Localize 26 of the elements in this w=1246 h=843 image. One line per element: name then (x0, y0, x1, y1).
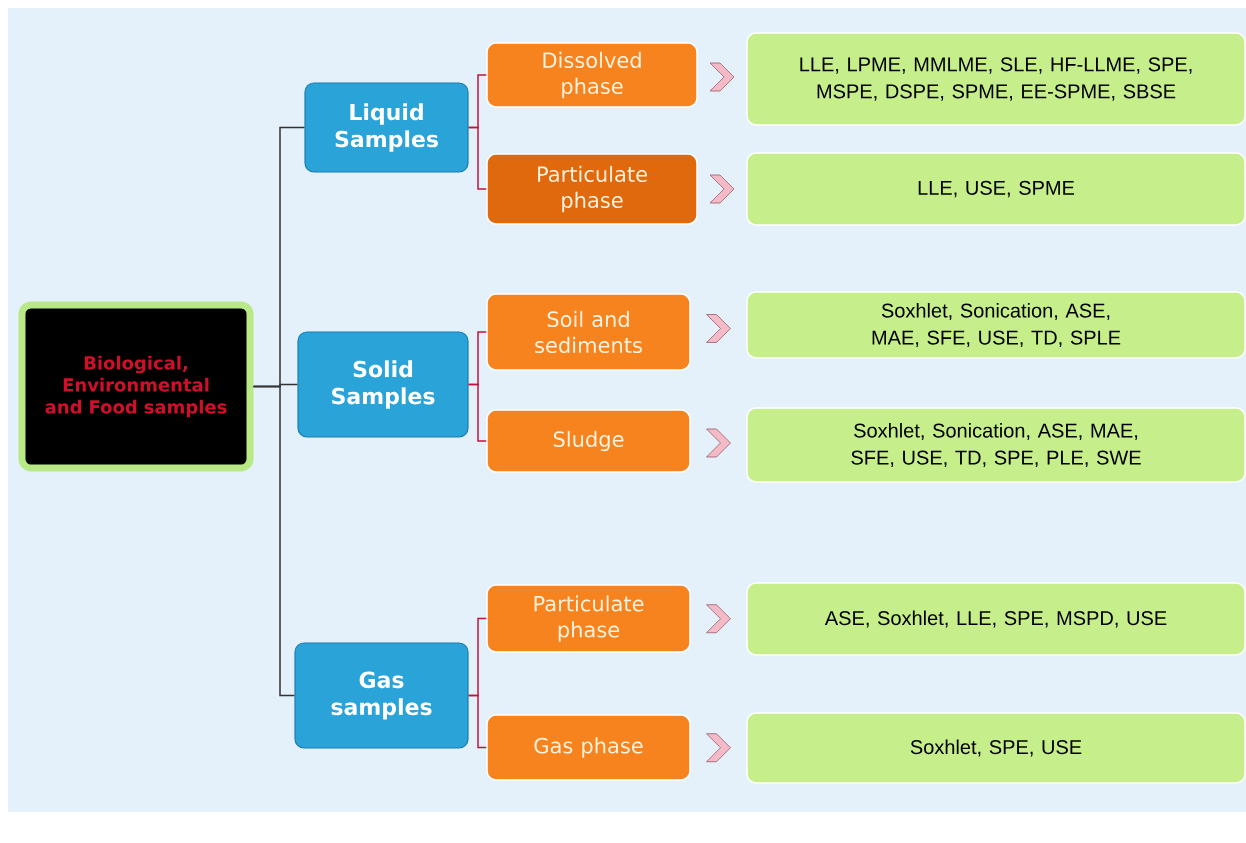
method-box: Soxhlet, Sonication, ASE, MAE, SFE, USE, TD, SPLE (746, 291, 1246, 359)
category-box: Gas samples (294, 642, 469, 749)
subcategory-box: Particulate phase (486, 584, 691, 653)
chevron-arrow (709, 62, 735, 92)
chevron-arrow (706, 604, 731, 634)
category-box: Solid Samples (297, 331, 469, 438)
chevron-arrow (706, 314, 731, 343)
method-box: ASE, Soxhlet, LLE, SPE, MSPD, USE (746, 582, 1246, 656)
chevron-arrow (709, 174, 735, 204)
chevron-arrow (706, 428, 731, 458)
subcategory-box: Particulate phase (486, 153, 698, 225)
subcategory-box: Dissolved phase (486, 42, 698, 108)
bracket-line (467, 126, 487, 190)
category-box: Liquid Samples (304, 82, 469, 173)
method-box: LLE, USE, SPME (746, 152, 1246, 226)
name-box: Biological, Environmental and Food samples (18, 301, 254, 472)
subcategory-box: Soil and sediments (486, 293, 691, 371)
subcategory-box: Sludge (486, 409, 691, 473)
connector-line (252, 385, 296, 697)
chevron-arrow (706, 733, 731, 763)
subcategory-box: Gas phase (486, 714, 691, 781)
bracket-line (467, 694, 487, 749)
method-box: Soxhlet, Sonication, ASE, MAE, SFE, USE, TD, SPE, PLE, SWE (746, 407, 1246, 483)
method-box: Soxhlet, SPE, USE (746, 712, 1246, 784)
bracket-line (467, 383, 487, 442)
method-box: LLE, LPME, MMLME, SLE, HF-LLME, SPE, MSPE, DSPE, SPME, EE-SPME, SBSE (746, 32, 1246, 126)
